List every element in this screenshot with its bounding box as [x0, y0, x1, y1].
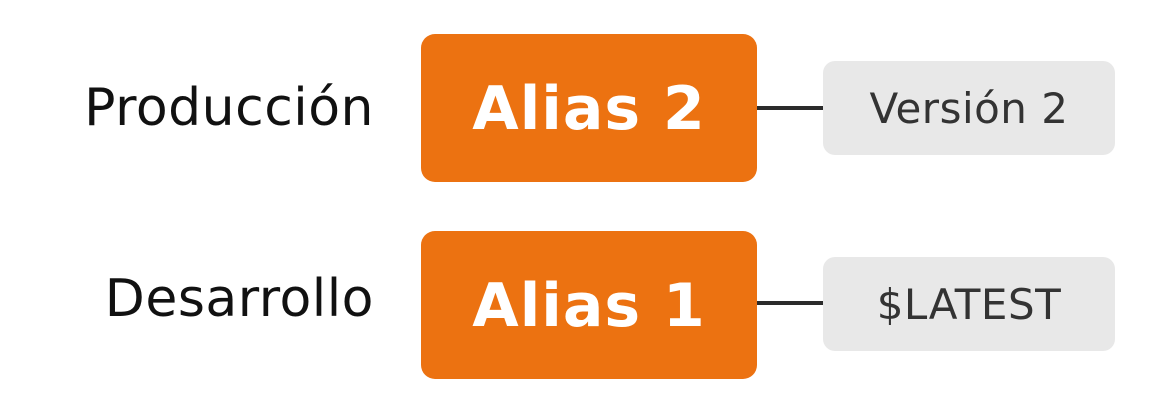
- alias-label: Alias 1: [472, 271, 706, 341]
- version-box: $LATEST: [823, 257, 1115, 351]
- alias-box: Alias 2: [421, 34, 757, 182]
- alias-box: Alias 1: [421, 231, 757, 379]
- environment-row-production: Producción Alias 2 Versión 2: [0, 34, 1163, 182]
- environment-label: Producción: [84, 78, 374, 138]
- environment-row-development: Desarrollo Alias 1 $LATEST: [0, 231, 1163, 379]
- version-label: $LATEST: [876, 279, 1062, 329]
- connector-line: [757, 106, 823, 110]
- version-box: Versión 2: [823, 61, 1115, 155]
- version-label: Versión 2: [869, 83, 1069, 133]
- alias-label: Alias 2: [472, 74, 706, 144]
- environment-label: Desarrollo: [104, 269, 374, 329]
- connector-line: [757, 301, 823, 305]
